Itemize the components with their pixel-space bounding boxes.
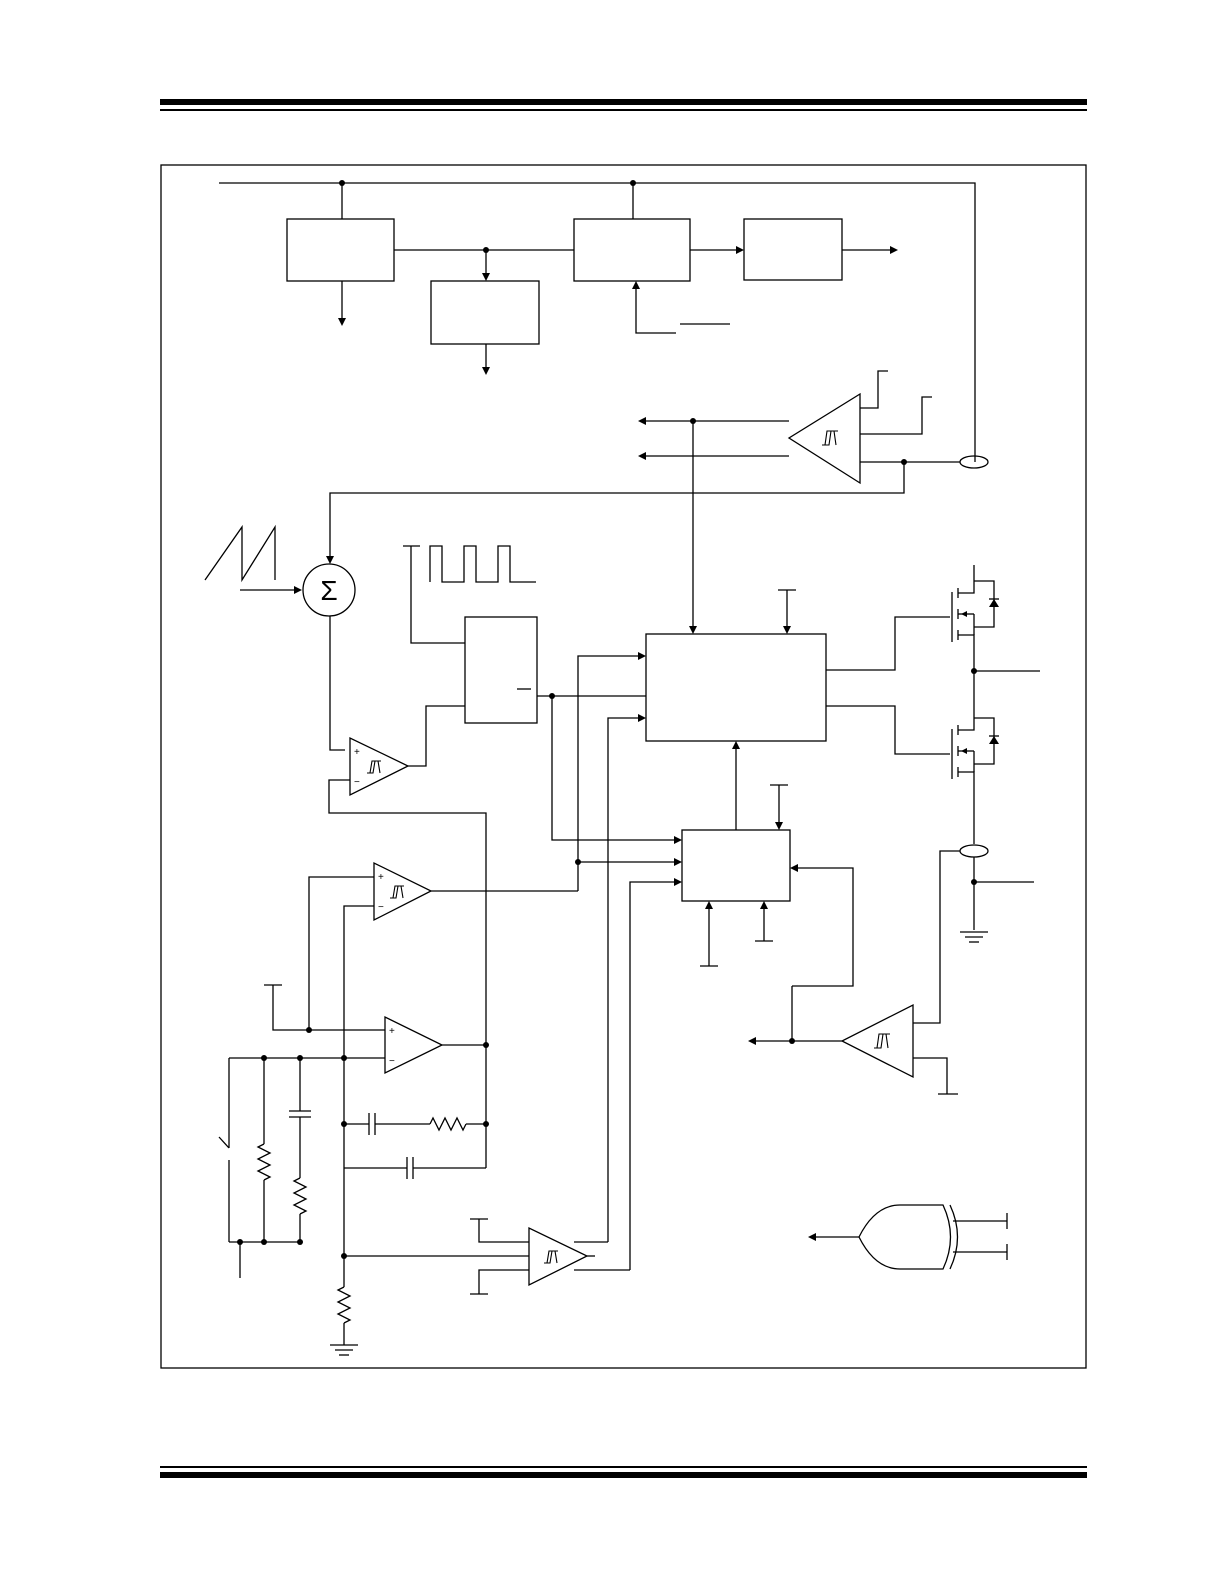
ramp-to-summer-arrow (240, 586, 302, 594)
sense-resistor (336, 1256, 352, 1345)
top-block-2-output-arrow (482, 344, 490, 375)
ov-comparator-minus: − (378, 902, 384, 913)
top-block-4 (743, 218, 843, 281)
divider-resistor-1 (256, 1058, 272, 1242)
high-side-current-sensor (959, 455, 989, 469)
high-side-comparator-sense-input (326, 459, 960, 564)
fault-logic-right-input (790, 864, 854, 987)
top-block-1-to-block-3-wire (394, 247, 574, 281)
error-amp-plus: + (389, 1026, 395, 1037)
pwm-comparator-plus: + (354, 747, 360, 758)
summer-to-pwm-comparator-wire (329, 616, 345, 751)
bottom-comparator (528, 1226, 589, 1287)
switch-node (971, 668, 1040, 674)
fault-logic-bottom-pins (700, 901, 773, 967)
latch-to-logic-wire (537, 693, 646, 699)
divider-bottom-node (229, 1239, 303, 1278)
top-block-3 (573, 218, 691, 282)
signal-ground-symbol (330, 1344, 358, 1356)
divider-cap (289, 1058, 311, 1178)
fault-logic-block (681, 829, 791, 902)
footer-rule-thick (160, 1472, 1087, 1478)
top-block-3-enable-input (632, 281, 730, 334)
top-block-2 (430, 280, 540, 345)
high-side-mosfet (951, 565, 999, 700)
low-side-gate-drive (826, 705, 950, 755)
pwm-comparator: + − (349, 736, 410, 797)
block-3-to-block-4-arrow (690, 246, 744, 254)
low-side-comparator-sense-input (913, 850, 960, 1024)
power-ground-symbol (960, 931, 988, 943)
low-side-ground-path (971, 857, 1034, 930)
top-block-1 (286, 218, 395, 282)
pwm-latch-block (464, 616, 538, 724)
input-switch (218, 1058, 230, 1242)
control-logic-block (645, 633, 827, 742)
logic-input-lower (607, 714, 646, 1242)
compensation-rc-branch (341, 1113, 489, 1135)
summing-junction: Σ (302, 563, 356, 617)
error-amplifier: + − (384, 1015, 444, 1075)
low-side-current-sensor (959, 844, 989, 858)
pwm-comparator-minus: − (354, 777, 360, 788)
error-amp-reference (264, 984, 385, 1033)
or-gate (808, 1204, 1008, 1270)
pwm-comparator-output-wire (408, 705, 465, 767)
header-rule-thin (160, 109, 1087, 111)
logic-input-upper (577, 652, 646, 891)
fault-logic-inputs (551, 696, 682, 1270)
top-block-1-output-arrow (338, 281, 346, 326)
ramp-waveform-icon (204, 524, 276, 583)
header-rule-thick (160, 99, 1087, 105)
high-side-sense-comparator (787, 392, 861, 485)
compensation-cap-branch (344, 1157, 486, 1179)
logic-supply-pin (778, 589, 796, 634)
overvoltage-comparator-wiring (308, 876, 578, 1256)
error-amp-minus: − (389, 1056, 395, 1067)
low-side-comparator-output (748, 986, 842, 1045)
error-amp-output (442, 1042, 489, 1168)
summer-symbol: Σ (320, 575, 337, 606)
divider-resistor-2 (292, 1177, 308, 1242)
low-side-comparator-ref-pin (913, 1057, 958, 1095)
fault-logic-top-pin (770, 784, 788, 830)
high-side-comparator-outputs (638, 417, 789, 634)
supply-rail (219, 180, 976, 462)
overvoltage-comparator: + − (373, 861, 433, 922)
high-side-comparator-ref-pins (860, 370, 932, 435)
fault-to-logic-arrow (732, 741, 740, 830)
top-block-4-output-arrow (842, 246, 898, 254)
ov-comparator-plus: + (378, 872, 384, 883)
low-side-mosfet (951, 700, 999, 844)
feedback-node (229, 1055, 385, 1061)
footer-rule-thin (160, 1466, 1087, 1468)
diagram-frame (160, 164, 1087, 1369)
high-side-gate-drive (826, 616, 950, 671)
clock-waveform-icon (403, 545, 536, 644)
pwm-comparator-minus-feedback (328, 779, 487, 1045)
low-side-sense-comparator (840, 1003, 914, 1079)
